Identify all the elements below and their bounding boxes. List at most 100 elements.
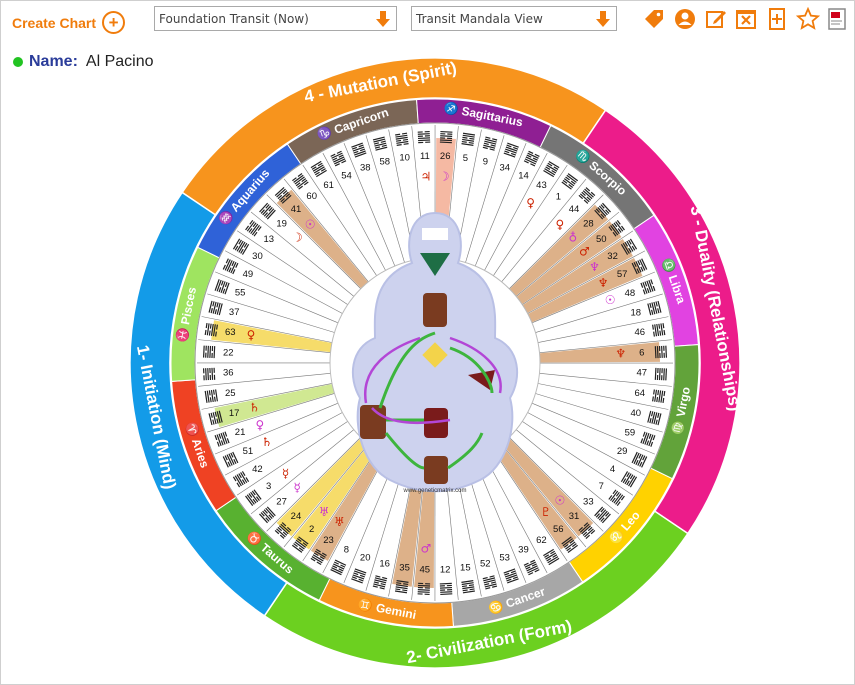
gate-highlight: [498, 434, 594, 537]
tag-button[interactable]: [641, 6, 667, 32]
gate-number: 5: [463, 153, 468, 164]
planet-glyph: ♂: [579, 245, 590, 259]
gate-number: 26: [440, 151, 451, 162]
planet-glyph: ☉: [305, 218, 316, 232]
gate-number: 10: [399, 153, 410, 164]
hexagram-icon: [202, 345, 216, 359]
gate-divider: [501, 443, 587, 548]
hexagram-icon: [561, 173, 579, 190]
gate-divider: [465, 135, 505, 263]
hexagram-icon: [417, 130, 431, 144]
gate-number: 51: [243, 446, 254, 457]
gate-divider: [484, 455, 548, 574]
gate-divider: [509, 194, 604, 289]
planet-glyph: ♅: [334, 515, 345, 529]
gate-number: 40: [630, 408, 641, 419]
gate-number: 42: [252, 464, 263, 475]
gate-number: 21: [235, 427, 246, 438]
gate-highlight: [534, 342, 660, 363]
hexagram-icon: [330, 150, 347, 167]
pdf-icon: [828, 8, 846, 30]
root-center: [424, 456, 448, 484]
user-circle-icon: [675, 9, 695, 29]
gate-divider: [322, 455, 386, 574]
hexagram-icon: [274, 187, 292, 204]
gate-number: 38: [360, 163, 371, 174]
transit-type-select[interactable]: Foundation Transit (Now): [154, 6, 397, 31]
planet-glyph: ☽: [292, 231, 303, 245]
profile-button[interactable]: [672, 6, 698, 32]
planet-glyph: ♀: [526, 196, 535, 210]
gate-divider: [343, 142, 396, 267]
planet-glyph: ♄: [249, 401, 260, 415]
dropdown-arrow-icon: [376, 11, 390, 27]
gate-number: 62: [536, 535, 547, 546]
edit-button[interactable]: [703, 6, 729, 32]
hexagram-icon: [594, 202, 611, 220]
planet-glyph: ☽: [439, 170, 450, 184]
gate-number: 45: [420, 564, 431, 575]
hexagram-icon: [417, 582, 431, 596]
gate-divider: [266, 437, 361, 532]
toolbar: Create Chart + Foundation Transit (Now) …: [0, 0, 855, 40]
create-chart-button[interactable]: Create Chart +: [12, 11, 126, 34]
gate-highlight: [506, 204, 609, 300]
throat-center: [423, 293, 447, 327]
hexagram-icon: [214, 279, 230, 295]
hexagram-icon: [523, 559, 540, 576]
gate-divider: [198, 339, 331, 353]
gate-highlight: [490, 440, 577, 550]
gate-number: 37: [229, 307, 240, 318]
hexagram-icon: [543, 160, 560, 178]
gate-divider: [250, 211, 355, 297]
gate-divider: [266, 194, 361, 289]
gate-number: 12: [440, 564, 451, 575]
hexagram-icon: [543, 548, 560, 566]
hexagram-icon: [640, 279, 656, 295]
hexagram-icon: [594, 506, 611, 524]
gate-number: 13: [263, 234, 274, 245]
name-label: Name:: [29, 53, 78, 70]
gate-number: 1: [556, 191, 561, 202]
g-center: [422, 342, 448, 368]
gate-number: 20: [360, 552, 371, 563]
planet-glyph: ☉: [605, 293, 616, 307]
view-mode-select[interactable]: Transit Mandala View: [411, 6, 617, 31]
delete-button[interactable]: [733, 6, 759, 32]
hexagram-icon: [204, 389, 218, 403]
hexagram-icon: [439, 582, 453, 596]
hexagram-icon: [291, 536, 309, 553]
gate-divider: [539, 373, 672, 387]
hexagram-icon: [503, 142, 519, 158]
gate-number: 8: [344, 545, 349, 556]
channel-lines: [378, 331, 494, 470]
gate-divider: [474, 143, 527, 267]
gate-divider: [343, 459, 396, 583]
gate-highlight: [276, 434, 372, 537]
head-center: [422, 228, 448, 240]
add-document-button[interactable]: [764, 6, 790, 32]
gate-divider: [215, 271, 339, 324]
hexagram-icon: [608, 489, 625, 507]
gate-divider: [302, 164, 377, 276]
gate-number: 7: [599, 481, 604, 492]
hexagram-icon: [351, 568, 367, 584]
hexagram-icon: [647, 410, 662, 426]
gate-number: 43: [536, 180, 547, 191]
hexagram-icon: [208, 410, 223, 426]
hexagram-icon: [394, 580, 409, 594]
gate-divider: [531, 402, 655, 455]
name-value: Al Pacino: [85, 53, 154, 70]
gate-divider: [250, 429, 355, 515]
gate-divider: [322, 152, 386, 271]
gate-number: 3: [266, 481, 271, 492]
planet-glyph: ♆: [589, 260, 600, 274]
gate-highlight: [211, 320, 337, 353]
gate-divider: [537, 316, 669, 343]
gate-divider: [539, 339, 672, 354]
pdf-button[interactable]: [824, 6, 850, 32]
create-chart-label: Create Chart: [12, 14, 97, 31]
gate-number: 2: [309, 524, 314, 535]
favorite-button[interactable]: [795, 6, 821, 32]
hexagram-icon: [395, 132, 409, 146]
